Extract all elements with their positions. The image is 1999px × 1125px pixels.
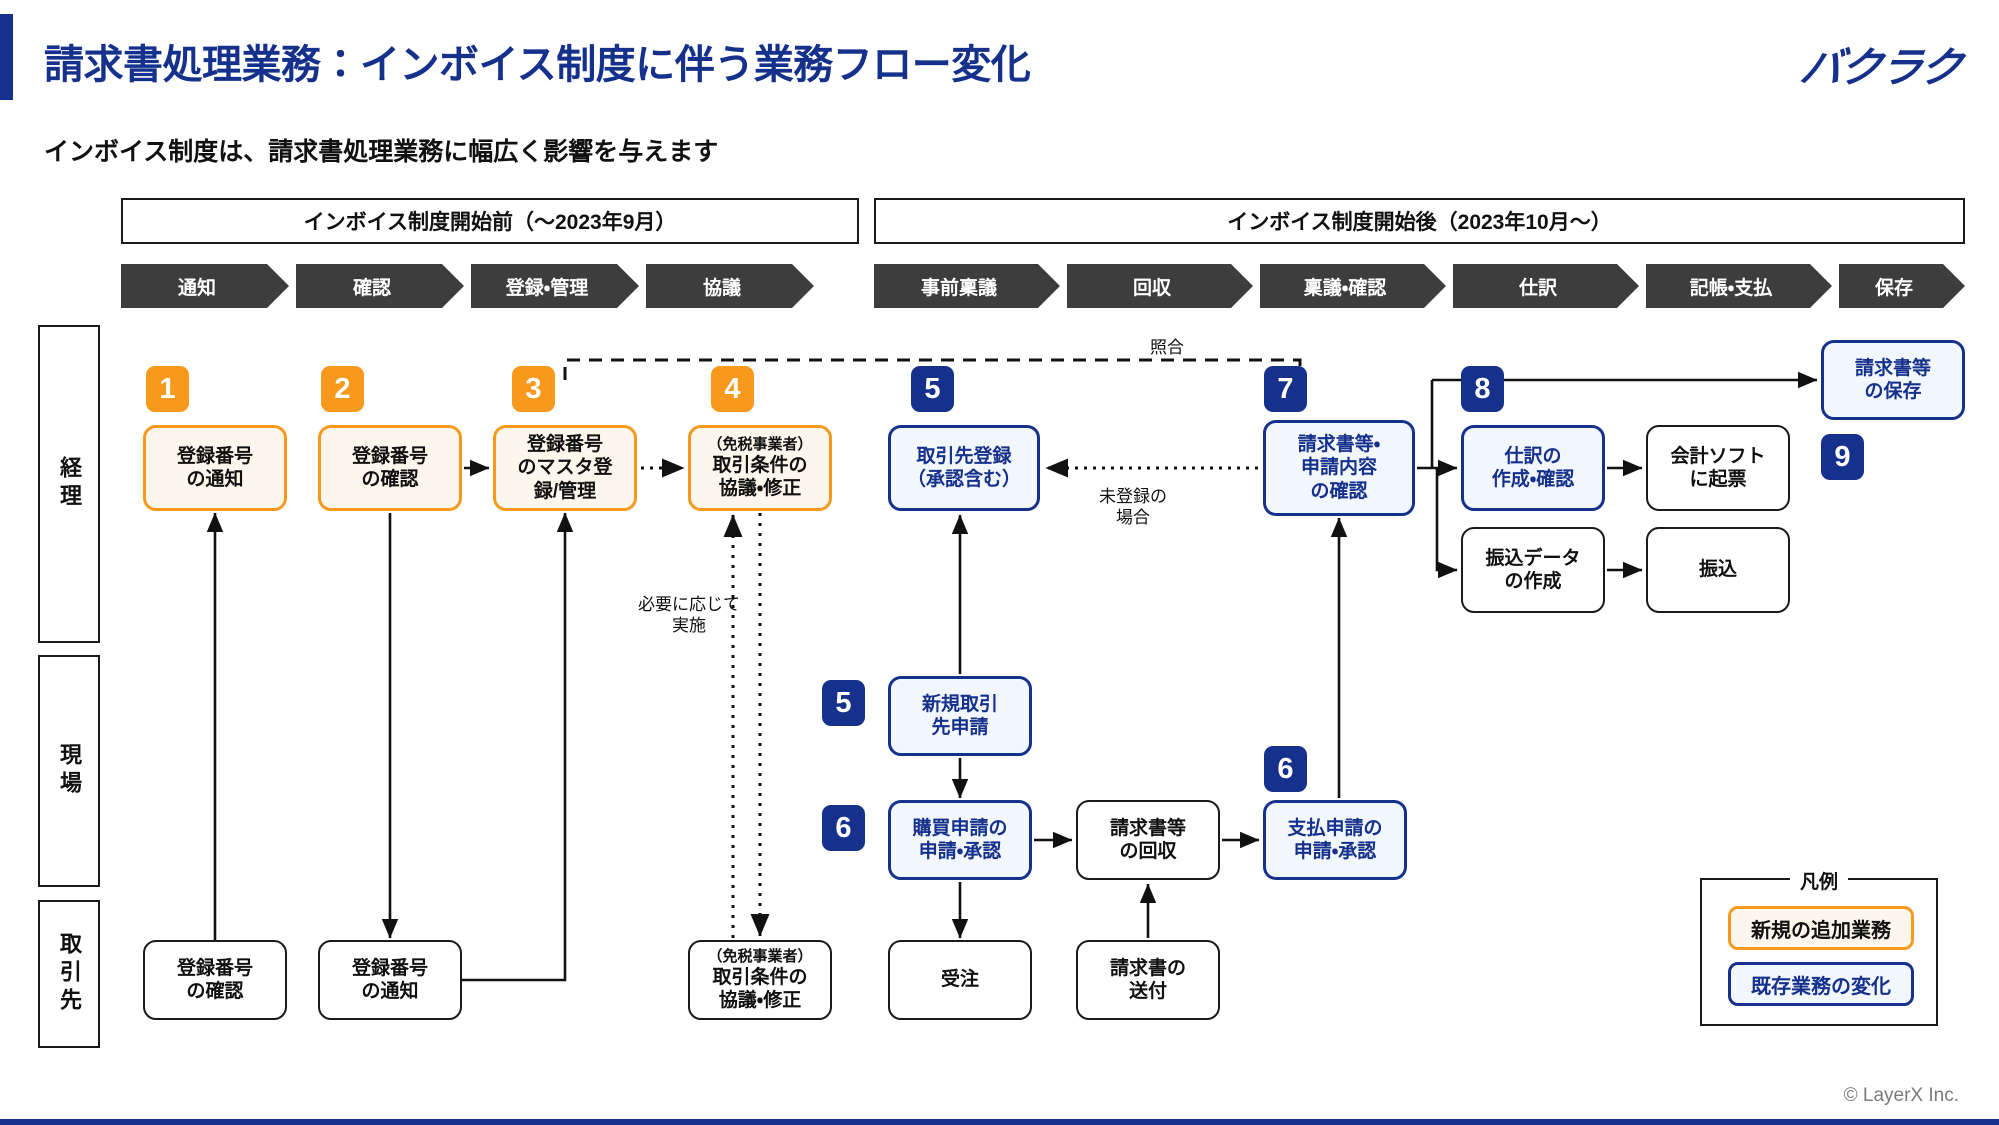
swimlane-label-keiri: 経理 (57, 456, 82, 512)
process-node-n6c[interactable]: 支払申請の申請・承認 (1263, 800, 1407, 880)
process-node-t1[interactable]: 登録番号の確認 (143, 940, 287, 1020)
process-node-label: 登録番号の通知 (351, 957, 428, 1002)
process-node-label: 振込 (1698, 559, 1737, 581)
swimlane-genba: 現場 (38, 655, 100, 887)
process-node-sublabel: （免税事業者） (707, 435, 813, 453)
step-badge-5: 5 (822, 680, 865, 726)
process-node-label: 請求書の送付 (1109, 957, 1186, 1002)
process-node-n1[interactable]: 登録番号の通知 (143, 425, 287, 511)
process-node-label: 登録番号の確認 (351, 445, 428, 490)
step-badge-1: 1 (146, 366, 189, 412)
process-node-n5b[interactable]: 新規取引先申請 (888, 676, 1032, 756)
step-badge-3: 3 (512, 366, 555, 412)
process-node-label: 新規取引先申請 (921, 693, 998, 738)
phase-bar-8: 仕訳 (1453, 264, 1639, 308)
legend-title: 凡例 (1789, 867, 1849, 894)
process-node-label: 取引先登録（承認含む） (906, 445, 1021, 490)
legend-chip-changed-task: 既存業務の変化 (1728, 962, 1914, 1006)
swimlane-torihiki: 取引先 (38, 900, 100, 1048)
process-node-label: 請求書等の保存 (1854, 357, 1931, 402)
phase-bar-2: 確認 (296, 264, 464, 308)
edge-label-asneeded: 必要に応じて実施 (638, 595, 740, 636)
process-node-sublabel: （免税事業者） (707, 947, 813, 965)
process-node-t3[interactable]: （免税事業者）取引条件の協議・修正 (688, 940, 832, 1020)
swimlane-label-torihiki: 取引先 (57, 932, 82, 1016)
process-node-n3[interactable]: 登録番号のマスタ登録/管理 (493, 425, 637, 511)
step-badge-5: 5 (911, 366, 954, 412)
process-node-nfmk[interactable]: 振込データの作成 (1461, 527, 1605, 613)
process-node-label: 振込データの作成 (1485, 547, 1581, 592)
step-badge-2: 2 (321, 366, 364, 412)
period-banner-after: インボイス制度開始後（2023年10月～） (874, 198, 1965, 244)
process-node-n6b[interactable]: 購買申請の申請・承認 (888, 800, 1032, 880)
swimlane-label-genba: 現場 (57, 743, 82, 799)
process-node-label: （免税事業者）取引条件の協議・修正 (707, 435, 813, 500)
process-node-nsto[interactable]: 請求書等の保存 (1821, 340, 1965, 420)
process-node-label: 登録番号の通知 (176, 445, 253, 490)
process-node-ncol[interactable]: 請求書等の回収 (1076, 800, 1220, 880)
process-node-label: 登録番号のマスタ登録/管理 (517, 434, 613, 502)
phase-bar-7: 稟議・確認 (1260, 264, 1446, 308)
process-node-label: 受注 (940, 969, 979, 991)
process-node-label: 会計ソフトに起票 (1670, 445, 1766, 490)
process-node-label: 登録番号の確認 (176, 957, 253, 1002)
phase-bar-1: 通知 (121, 264, 289, 308)
step-badge-6: 6 (822, 805, 865, 851)
process-node-t2[interactable]: 登録番号の通知 (318, 940, 462, 1020)
process-node-n4[interactable]: （免税事業者）取引条件の協議・修正 (688, 425, 832, 511)
step-badge-8: 8 (1461, 366, 1504, 412)
period-banner-before: インボイス制度開始前（～2023年9月） (121, 198, 859, 244)
phase-bar-9: 記帳・支払 (1646, 264, 1832, 308)
process-node-label: 支払申請の申請・承認 (1287, 817, 1383, 862)
swimlane-keiri: 経理 (38, 325, 100, 643)
process-node-label: 請求書等の回収 (1109, 817, 1186, 862)
process-node-n7[interactable]: 請求書等・申請内容の確認 (1263, 420, 1415, 516)
process-node-n5[interactable]: 取引先登録（承認含む） (888, 425, 1040, 511)
step-badge-7: 7 (1264, 366, 1307, 412)
phase-bar-4: 協議 (646, 264, 814, 308)
phase-bar-3: 登録・管理 (471, 264, 639, 308)
step-badge-6: 6 (1264, 746, 1307, 792)
phase-bar-5: 事前稟議 (874, 264, 1060, 308)
process-node-label: 購買申請の申請・承認 (912, 817, 1008, 862)
page-subtitle: インボイス制度は、請求書処理業務に幅広く影響を与えます (44, 138, 719, 166)
process-node-t4[interactable]: 受注 (888, 940, 1032, 1020)
phase-bar-6: 回収 (1067, 264, 1253, 308)
process-node-t5[interactable]: 請求書の送付 (1076, 940, 1220, 1020)
process-node-label: 仕訳の作成・確認 (1491, 445, 1575, 490)
step-badge-4: 4 (711, 366, 754, 412)
footer-rule (0, 1119, 1999, 1125)
title-accent-bar (0, 14, 13, 100)
legend-chip-new-task: 新規の追加業務 (1728, 906, 1914, 950)
phase-bar-10: 保存 (1839, 264, 1965, 308)
process-node-nfur[interactable]: 振込 (1646, 527, 1790, 613)
copyright-text: © LayerX Inc. (1843, 1085, 1959, 1106)
process-node-nacc[interactable]: 会計ソフトに起票 (1646, 425, 1790, 511)
process-node-n2[interactable]: 登録番号の確認 (318, 425, 462, 511)
edge-label-unregistered: 未登録の場合 (1099, 487, 1167, 528)
process-node-n8[interactable]: 仕訳の作成・確認 (1461, 425, 1605, 511)
step-badge-9: 9 (1821, 434, 1864, 480)
page-title: 請求書処理業務：インボイス制度に伴う業務フロー変化 (44, 43, 1031, 87)
process-node-label: （免税事業者）取引条件の協議・修正 (707, 947, 813, 1012)
edge-label-match: 照合 (1150, 338, 1184, 357)
legend-box: 凡例 新規の追加業務 既存業務の変化 (1700, 867, 1938, 1026)
process-node-label: 請求書等・申請内容の確認 (1297, 434, 1381, 502)
